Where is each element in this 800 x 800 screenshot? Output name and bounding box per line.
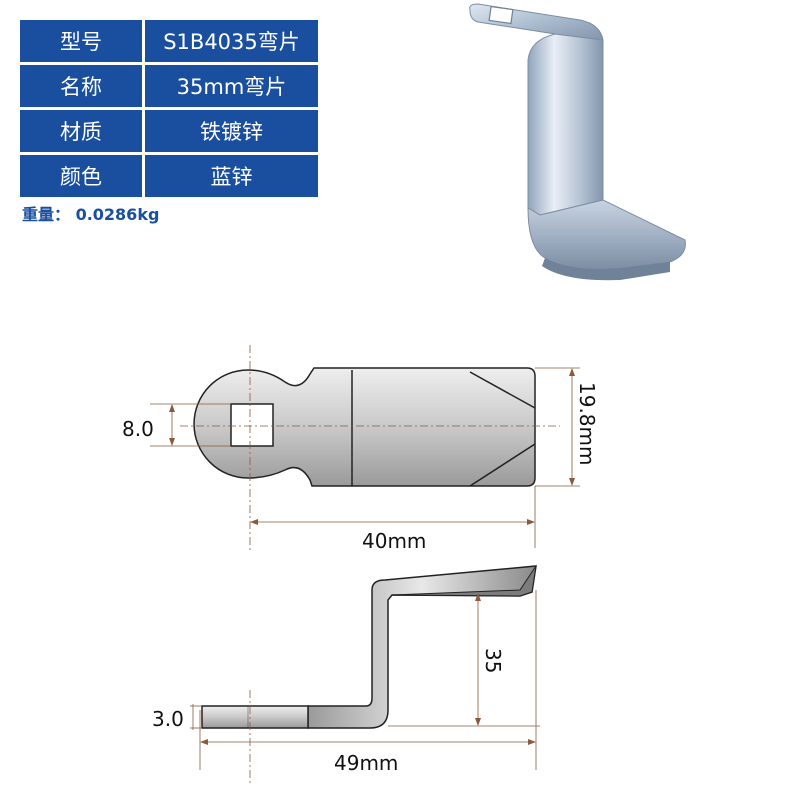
side-view: [201, 565, 537, 785]
dim-hole: 8.0: [122, 403, 231, 447]
spec-row-name: 名称 35mm弯片: [20, 65, 318, 107]
dim-width-label: 19.8mm: [575, 382, 599, 466]
spec-value-name: 35mm弯片: [145, 65, 318, 107]
spec-value-model: S1B4035弯片: [145, 20, 318, 62]
top-view-outline: [193, 367, 536, 487]
spec-label-color: 颜色: [20, 155, 142, 197]
side-view-outline: [307, 565, 537, 729]
product-photo: [469, 3, 686, 281]
dim-height: 35: [388, 593, 540, 727]
spec-value-color: 蓝锌: [145, 155, 318, 197]
spec-label-model: 型号: [20, 20, 142, 62]
square-hole: [230, 403, 274, 447]
top-view: [180, 345, 560, 550]
dim-height-label: 35: [481, 648, 505, 673]
spec-table: 型号 S1B4035弯片 名称 35mm弯片 材质 铁镀锌 颜色 蓝锌: [20, 20, 318, 200]
weight-text: 重量： 0.0286kg: [22, 205, 160, 224]
dim-hole-label: 8.0: [122, 417, 154, 441]
dim-length-bottom-label: 49mm: [334, 751, 398, 775]
spec-row-model: 型号 S1B4035弯片: [20, 20, 318, 62]
spec-row-color: 颜色 蓝锌: [20, 155, 318, 197]
dim-width: 19.8mm: [535, 367, 599, 487]
dim-length-bottom: 49mm: [199, 590, 537, 775]
dim-thickness: 3.0: [152, 704, 202, 731]
spec-value-material: 铁镀锌: [145, 110, 318, 152]
spec-label-material: 材质: [20, 110, 142, 152]
spec-row-material: 材质 铁镀锌: [20, 110, 318, 152]
dim-thickness-label: 3.0: [152, 707, 184, 731]
spec-label-name: 名称: [20, 65, 142, 107]
dim-length-top: 40mm: [250, 486, 536, 553]
dim-length-top-label: 40mm: [362, 529, 426, 553]
